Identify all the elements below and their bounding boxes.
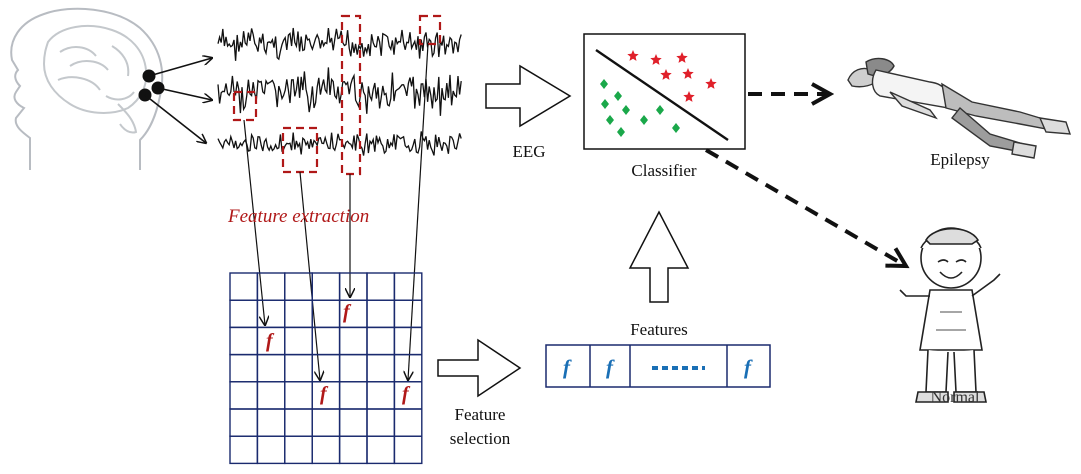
electrodes <box>138 58 213 143</box>
feature-selection-label-line2: selection <box>450 429 511 448</box>
feature-selection-label-line1: Feature <box>455 405 506 424</box>
grid-cell <box>256 353 286 383</box>
grid-cell <box>366 435 396 465</box>
grid-cell <box>229 408 259 437</box>
extraction-arrows <box>243 43 429 380</box>
class-diamond <box>600 79 608 89</box>
grid-cell <box>393 299 423 329</box>
grid-cell <box>338 381 368 410</box>
hollow-arrow-eeg <box>485 64 572 128</box>
class-diamond <box>606 115 614 125</box>
grid-cell <box>366 381 396 410</box>
grid-cell <box>393 272 423 301</box>
grid-cell <box>311 408 341 437</box>
feature-extraction-label: Feature extraction <box>227 206 369 227</box>
class-star <box>682 68 694 79</box>
features-label: Features <box>630 320 688 339</box>
grid-cell <box>284 353 313 383</box>
normal-label: Normal <box>931 389 980 406</box>
grid-cell <box>338 353 368 383</box>
class-diamond <box>601 99 609 109</box>
grid-cell <box>256 435 286 465</box>
feature-vector: f f f <box>545 344 771 388</box>
vector-feature-f: f <box>563 355 572 379</box>
grid-cell <box>366 326 396 356</box>
class-star <box>683 91 695 102</box>
feature-grid <box>229 272 423 465</box>
class-star <box>676 52 688 63</box>
grid-cell <box>284 381 313 410</box>
hollow-arrow-up <box>628 210 690 303</box>
grid-cell <box>229 272 259 301</box>
grid-cell <box>366 408 396 437</box>
grid-cell <box>393 326 423 356</box>
normal-person-icon <box>899 227 1001 403</box>
classifier-plot <box>583 33 746 150</box>
class-diamond <box>614 91 622 101</box>
grid-cell <box>338 272 368 301</box>
grid-cell <box>256 381 286 410</box>
grid-cell <box>229 326 259 356</box>
grid-feature-marks: f f f f <box>266 301 411 405</box>
class-star <box>627 50 639 61</box>
grid-cell <box>284 299 313 329</box>
grid-cell <box>311 353 341 383</box>
class-diamond <box>640 115 648 125</box>
grid-feature-f: f <box>320 383 329 405</box>
grid-cell <box>229 381 259 410</box>
grid-cell <box>284 408 313 437</box>
class-star <box>660 69 672 80</box>
eeg-trace <box>217 27 462 61</box>
hollow-arrow-selection <box>437 338 522 398</box>
eeg-trace <box>217 131 462 156</box>
grid-cell <box>284 435 313 465</box>
grid-feature-f: f <box>343 301 352 323</box>
grid-cell <box>338 408 368 437</box>
grid-cell <box>366 272 396 301</box>
grid-feature-f: f <box>402 383 411 405</box>
extraction-box <box>232 90 258 122</box>
class-stars <box>627 50 717 102</box>
class-diamond <box>617 127 625 137</box>
eeg-label: EEG <box>512 142 545 161</box>
class-diamond <box>672 123 680 133</box>
class-diamond <box>656 105 664 115</box>
classifier-label: Classifier <box>631 161 696 180</box>
grid-cell <box>393 435 423 465</box>
eeg-signals <box>217 27 462 156</box>
class-star <box>705 78 717 89</box>
dashed-arrow-normal <box>704 148 906 266</box>
grid-cell <box>284 272 313 301</box>
lying-person-icon <box>847 57 1071 159</box>
extraction-box <box>418 14 442 46</box>
grid-cell <box>229 435 259 465</box>
grid-cell <box>338 326 368 356</box>
vector-feature-f: f <box>606 355 615 379</box>
class-star <box>650 54 662 65</box>
grid-cell <box>229 299 259 329</box>
grid-cell <box>256 299 286 329</box>
grid-cell <box>393 408 423 437</box>
head-icon <box>10 7 164 170</box>
epilepsy-label: Epilepsy <box>930 150 990 169</box>
grid-cell <box>366 353 396 383</box>
grid-cell <box>311 299 341 329</box>
eeg-trace <box>217 67 462 116</box>
extraction-box <box>340 14 362 176</box>
grid-cell <box>366 299 396 329</box>
grid-cell <box>229 353 259 383</box>
grid-cell <box>284 326 313 356</box>
grid-cell <box>338 435 368 465</box>
decision-boundary <box>595 49 729 141</box>
vector-feature-f: f <box>744 355 753 379</box>
class-diamonds <box>600 79 680 137</box>
grid-feature-f: f <box>266 330 275 352</box>
class-diamond <box>622 105 630 115</box>
grid-cell <box>256 408 286 437</box>
grid-cell <box>311 272 341 301</box>
grid-cell <box>311 435 341 465</box>
